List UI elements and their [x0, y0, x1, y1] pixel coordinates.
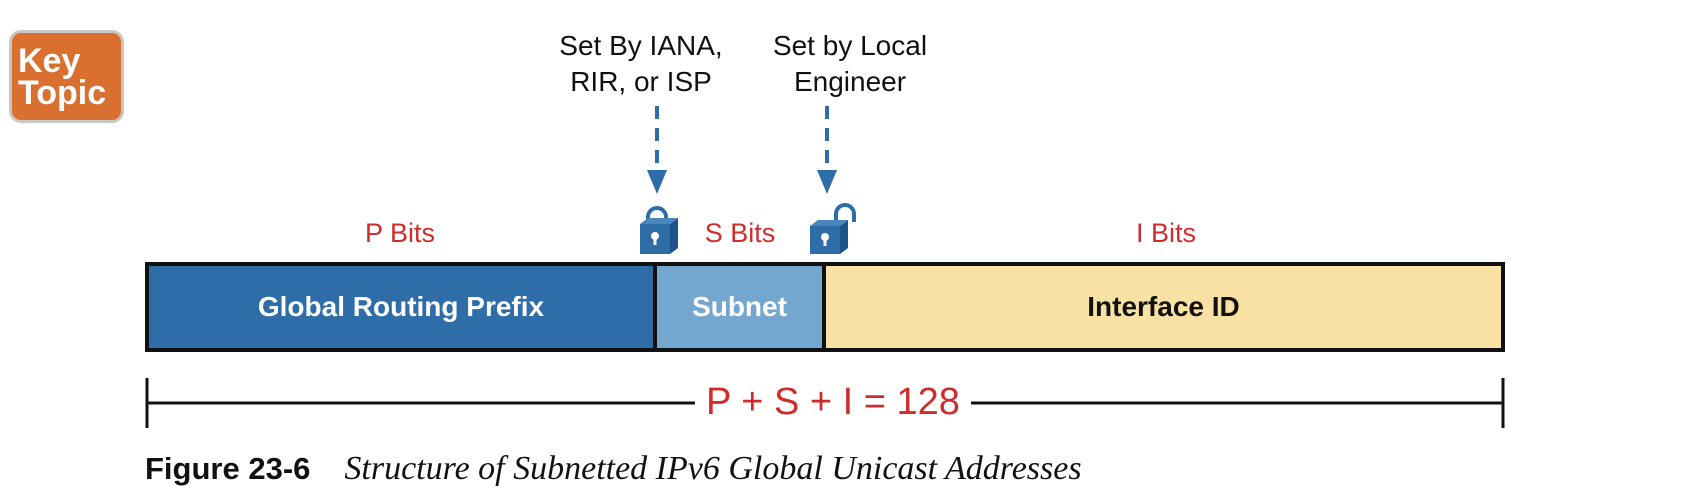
figure-title: Structure of Subnetted IPv6 Global Unica…	[344, 450, 1082, 487]
badge-line-1: Key	[18, 42, 81, 80]
i-bits-label: I Bits	[1135, 218, 1197, 248]
dashed-down-arrow-icon	[817, 106, 837, 194]
s-bits-label: S Bits	[704, 218, 776, 248]
callout-local-engineer: Set by Local Engineer	[760, 28, 940, 100]
badge-line-2: Topic	[18, 74, 107, 112]
lock-closed-icon	[640, 206, 678, 254]
callout-iana-line-2: RIR, or ISP	[570, 66, 712, 97]
figure-caption: Figure 23-6 Structure of Subnetted IPv6 G…	[145, 450, 1082, 488]
lock-open-icon	[810, 203, 856, 254]
dashed-down-arrow-icon	[647, 106, 667, 194]
p-bits-label: P Bits	[364, 218, 436, 248]
global-routing-prefix-segment: Global Routing Prefix	[149, 266, 657, 348]
callout-local-line-1: Set by Local	[772, 30, 928, 61]
interface-id-segment: Interface ID	[826, 266, 1501, 348]
address-structure-bar: Global Routing Prefix Subnet Interface I…	[145, 262, 1505, 352]
global-routing-prefix-label: Global Routing Prefix	[257, 291, 545, 322]
figure-number: Figure 23-6	[145, 451, 311, 486]
key-topic-badge: Key Topic	[9, 30, 124, 123]
subnet-label: Subnet	[692, 291, 787, 322]
callout-local-line-2: Engineer	[793, 66, 907, 97]
interface-id-label: Interface ID	[1087, 291, 1240, 322]
subnet-segment: Subnet	[657, 266, 826, 348]
total-bits-label: P + S + I = 128	[695, 380, 971, 424]
callout-iana-line-1: Set By IANA,	[559, 30, 723, 61]
callout-iana: Set By IANA, RIR, or ISP	[552, 28, 730, 100]
